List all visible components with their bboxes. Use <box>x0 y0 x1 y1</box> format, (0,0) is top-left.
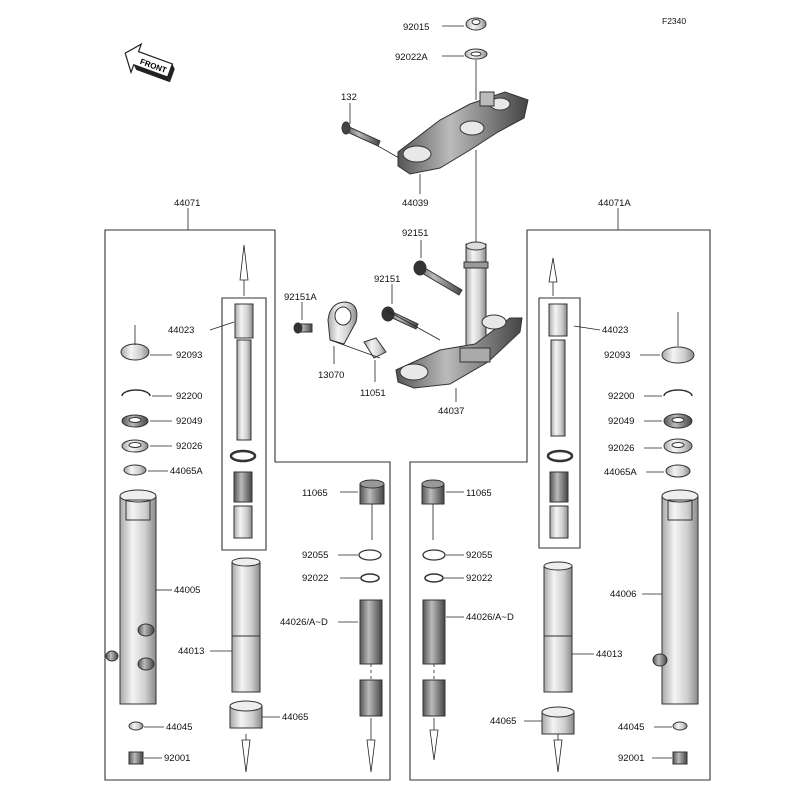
label-92093-left: 92093 <box>176 350 202 361</box>
label-11065-left: 11065 <box>302 488 328 499</box>
bolt-132 <box>341 121 381 147</box>
label-92055-left: 92055 <box>302 550 328 561</box>
label-92093-right: 92093 <box>604 350 630 361</box>
label-13070: 13070 <box>318 370 344 381</box>
label-92151-top: 92151 <box>402 228 428 239</box>
steering-stem <box>463 241 489 357</box>
washer-92022A <box>464 48 488 60</box>
label-11051: 11051 <box>360 388 386 399</box>
label-92151A: 92151A <box>284 292 317 303</box>
label-92200-left: 92200 <box>176 391 202 402</box>
label-44013-right: 44013 <box>596 649 622 660</box>
front-arrow-icon: FRONT <box>124 42 175 83</box>
clamp-13070 <box>327 301 358 345</box>
label-44065-left: 44065 <box>282 712 308 723</box>
figure-id: F2340 <box>662 16 686 26</box>
label-44045-left: 44045 <box>166 722 192 733</box>
label-44039: 44039 <box>402 198 428 209</box>
left-fork-assembly: 44071 44023 92093 92200 92049 <box>104 198 391 781</box>
label-92001-left: 92001 <box>164 753 190 764</box>
label-44023-left: 44023 <box>168 325 194 336</box>
label-92026-left: 92026 <box>176 441 202 452</box>
bracket-11051 <box>363 337 387 359</box>
label-44013-left: 44013 <box>178 646 204 657</box>
label-44037: 44037 <box>438 406 464 417</box>
label-92049-right: 92049 <box>608 416 634 427</box>
stem-lower-44037 <box>395 314 523 389</box>
label-92001-right: 92001 <box>618 753 644 764</box>
label-44065A-left: 44065A <box>170 466 203 477</box>
label-92049-left: 92049 <box>176 416 202 427</box>
label-11065-right: 11065 <box>466 488 492 499</box>
label-44065A-right: 44065A <box>604 467 637 478</box>
label-44023-right: 44023 <box>602 325 628 336</box>
label-44071A: 44071A <box>598 198 631 209</box>
label-92022A: 92022A <box>395 52 428 63</box>
label-44045-right: 44045 <box>618 722 644 733</box>
label-92022-right: 92022 <box>466 573 492 584</box>
label-92151-mid: 92151 <box>374 274 400 285</box>
label-44071: 44071 <box>174 198 200 209</box>
label-44026-right: 44026/A~D <box>466 612 514 623</box>
label-92055-right: 92055 <box>466 550 492 561</box>
bolt-92151A <box>293 322 313 334</box>
label-92026-right: 92026 <box>608 443 634 454</box>
nut-92015 <box>465 17 487 31</box>
label-132: 132 <box>341 92 357 103</box>
label-44065-right: 44065 <box>490 716 516 727</box>
label-44006-right: 44006 <box>610 589 636 600</box>
bolt-92151-top <box>413 260 463 296</box>
label-92200-right: 92200 <box>608 391 634 402</box>
upper-bracket-44039 <box>397 91 529 175</box>
right-fork-assembly: 44071A 44023 92093 92200 92049 92026 440… <box>409 198 711 781</box>
label-44005-left: 44005 <box>174 585 200 596</box>
label-92015: 92015 <box>403 22 429 33</box>
label-92022-left: 92022 <box>302 573 328 584</box>
label-44026-left: 44026/A~D <box>280 617 328 628</box>
